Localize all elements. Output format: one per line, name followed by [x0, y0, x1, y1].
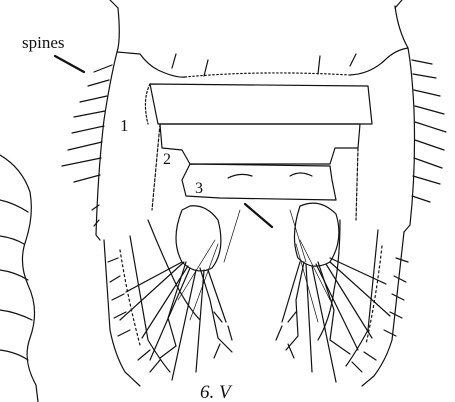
tergite-3 — [182, 164, 336, 227]
tergite-1 — [145, 54, 372, 124]
right-appendage — [276, 203, 408, 386]
segment-3-label: 3 — [195, 181, 203, 197]
segment-1-label: 1 — [120, 117, 129, 134]
segment-2-label: 2 — [163, 152, 171, 168]
spines-label: spines — [22, 34, 65, 51]
spines-pointer — [55, 56, 84, 72]
left-body-segments — [0, 155, 38, 402]
left-appendage — [104, 206, 232, 386]
figure-caption: 6. V — [200, 383, 231, 402]
right-lateral-tergite — [110, 0, 446, 232]
arrow-pointer — [245, 204, 272, 227]
tergite-2 — [152, 124, 360, 220]
